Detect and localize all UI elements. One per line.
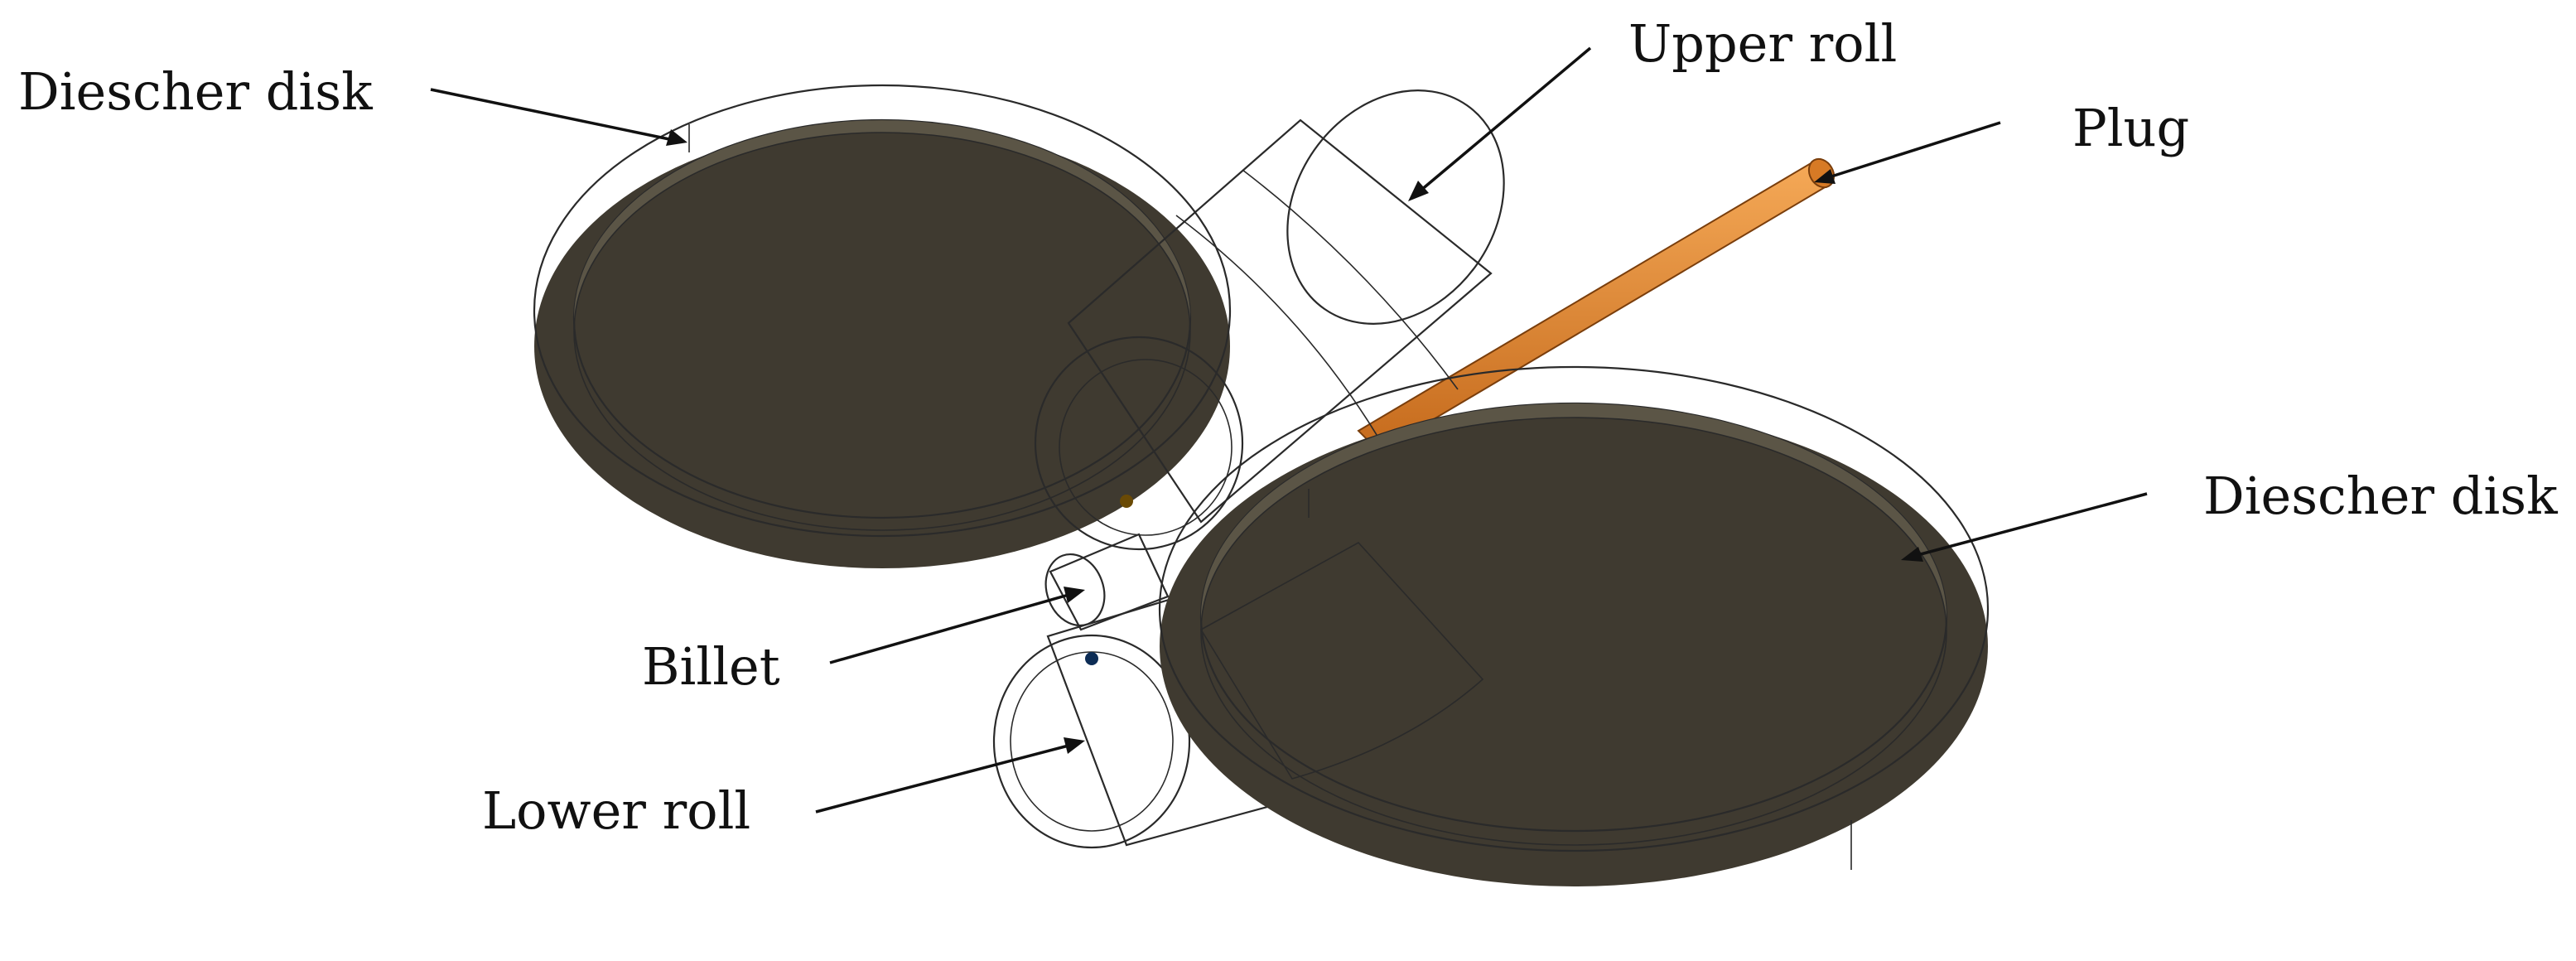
disk-left-inner-edge [573,132,1191,531]
label-upper-roll: Upper roll [1628,13,1897,74]
upper-roll-seam-2 [1242,169,1459,390]
label-diescher-disk-left: Diescher disk [18,61,373,122]
pointer-disk-left [430,88,670,141]
label-plug: Plug [2072,98,2189,158]
disk-right-inner-edge [1200,417,1947,846]
upper-roll-seam-1 [1175,215,1392,461]
arrowhead-disk-right [1901,547,1923,562]
disk-left-top-face [533,84,1232,538]
arrowhead-plug [1814,169,1836,184]
upper-roll-hole [1120,495,1133,508]
pointer-upper-roll [1419,46,1592,192]
disk-right-top-face [1158,365,1990,852]
leader-lines [430,46,2148,814]
lower-roll-front-face [992,634,1191,849]
upper-roll-front-face [1034,336,1244,551]
arrowhead-billet [1064,587,1085,603]
diescher-disk-right [1158,365,1990,886]
pointer-plug [1828,121,2001,179]
upper-roll-face-ring [1059,359,1233,536]
lower-roll-face-ring [1010,651,1174,832]
upper-roll-body [1067,118,1493,524]
arrowhead-lower-roll [1064,737,1085,754]
pointer-lower-roll [815,744,1069,814]
pointer-billet [829,593,1069,664]
arrowhead-disk-left [666,129,687,146]
lower-roll-visible-part [1199,541,1484,780]
disk-left-lower-rim [534,124,1230,568]
billet-body [1049,533,1170,631]
label-billet: Billet [642,636,780,697]
lower-roll-inner-visible [1199,541,1484,780]
upper-roll-back [1286,89,1505,325]
upper-roll [1034,89,1505,551]
disk-right-lower-rim [1160,406,1988,886]
label-diescher-disk-right: Diescher disk [2203,466,2558,526]
diescher-disk-left [533,84,1232,568]
arrowhead-upper-roll [1408,181,1429,201]
label-lower-roll: Lower roll [482,780,750,841]
labels: Diescher disk Upper roll Plug Diescher d… [18,13,2558,841]
pointer-disk-right [1917,492,2148,557]
lower-roll-hole [1085,652,1098,665]
